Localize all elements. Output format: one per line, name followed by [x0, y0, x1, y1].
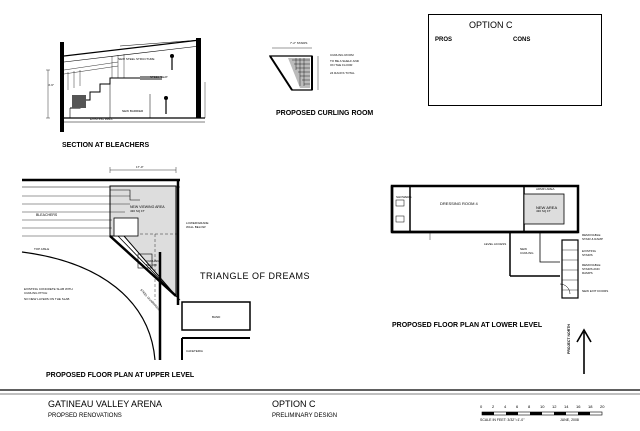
section-bleachers-drawing	[46, 38, 206, 132]
svg-text:17'-0": 17'-0"	[136, 165, 144, 169]
svg-text:REMOVABLE: REMOVABLE	[582, 263, 600, 267]
project-subtitle: PROPSED RENOVATIONS	[48, 413, 122, 419]
scale-number: 10	[540, 404, 545, 409]
scale-number: 18	[588, 404, 593, 409]
svg-text:BAND: BAND	[212, 315, 221, 319]
svg-text:CURLING: CURLING	[520, 251, 534, 255]
svg-text:NEW EXIT DOORS: NEW EXIT DOORS	[582, 289, 608, 293]
svg-text:LEVEL ACCESS: LEVEL ACCESS	[484, 242, 506, 246]
svg-text:CURLING ROOM: CURLING ROOM	[330, 53, 354, 57]
scale-caption: SCALE IN FEET: 3/32"=1'-0"	[480, 418, 525, 422]
project-north-label: PROJECT NORTH	[567, 324, 571, 354]
new-area-label: NEW AREA	[536, 205, 558, 210]
svg-text:ADMIN AREA: ADMIN AREA	[536, 187, 555, 191]
svg-text:TOP AISLE: TOP AISLE	[34, 247, 49, 251]
svg-text:CAFETERIA: CAFETERIA	[186, 349, 203, 353]
scale-number: 4	[504, 404, 507, 409]
svg-text:BELOW: BELOW	[146, 263, 157, 267]
svg-text:STAIRS AND: STAIRS AND	[582, 267, 600, 271]
svg-text:430 SQ FT: 430 SQ FT	[536, 209, 551, 213]
svg-text:STEEL GUARDRAIL: STEEL GUARDRAIL	[139, 288, 161, 312]
svg-text:STAIR & RAMP: STAIR & RAMP	[582, 237, 603, 241]
curling-room-title: PROPOSED CURLING ROOM	[276, 110, 374, 117]
project-name: GATINEAU VALLEY ARENA	[48, 399, 163, 409]
svg-text:CURLING: CURLING	[146, 259, 160, 263]
lower-level-plan-drawing	[390, 184, 580, 299]
svg-text:NEW: NEW	[520, 247, 527, 251]
scale-number: 14	[564, 404, 569, 409]
option-name: OPTION C	[272, 399, 316, 409]
scale-number: 20	[600, 404, 605, 409]
upper-level-title: PROPOSED FLOOR PLAN AT UPPER LEVEL	[46, 372, 195, 379]
svg-text:EXISTING WALL: EXISTING WALL	[90, 117, 113, 121]
scale-number: 16	[576, 404, 581, 409]
bleachers-label: BLEACHERS	[36, 213, 58, 217]
triangle-of-dreams-label: TRIANGLE OF DREAMS	[200, 271, 311, 281]
svg-text:REMOVABLE: REMOVABLE	[582, 233, 600, 237]
svg-text:NO NEW LAYERS ON THE SLAB: NO NEW LAYERS ON THE SLAB	[24, 297, 69, 301]
svg-text:24 RACKS TOTAL: 24 RACKS TOTAL	[330, 71, 355, 75]
section-bleachers-title: SECTION AT BLEACHERS	[62, 142, 150, 149]
pros-heading: PROS	[435, 37, 453, 43]
upper-level-plan-drawing	[21, 167, 251, 361]
svg-text:4'-6": 4'-6"	[48, 83, 54, 87]
svg-text:STEEL SEAT: STEEL SEAT	[150, 75, 168, 79]
svg-text:7'-2" STAIRS: 7'-2" STAIRS	[290, 41, 307, 45]
option-box-title: OPTION C	[469, 20, 513, 30]
dressing-room-label: DRESSING ROOM 4	[440, 201, 478, 206]
cons-heading: CONS	[513, 37, 531, 43]
svg-text:430 SQ FT: 430 SQ FT	[130, 209, 145, 213]
svg-text:STAIRS: STAIRS	[582, 253, 593, 257]
scale-number: 6	[516, 404, 519, 409]
scale-number: 0	[480, 404, 483, 409]
svg-text:NEW STEEL STRUCTURE: NEW STEEL STRUCTURE	[118, 57, 155, 61]
option-subtitle: PRELIMINARY DESIGN	[272, 413, 338, 419]
lower-level-title: PROPOSED FLOOR PLAN AT LOWER LEVEL	[392, 322, 543, 329]
svg-text:CURLING PITCH: CURLING PITCH	[24, 291, 47, 295]
svg-text:LOWER/GRADE: LOWER/GRADE	[186, 221, 209, 225]
sheet-date: JUNE, 2008	[560, 418, 579, 422]
svg-text:EXISTING: EXISTING	[582, 249, 597, 253]
scale-number: 2	[492, 404, 495, 409]
svg-text:TO BE A SHELF AND: TO BE A SHELF AND	[330, 59, 360, 63]
scale-number: 8	[528, 404, 531, 409]
svg-text:ON THE FLOOR: ON THE FLOOR	[330, 63, 353, 67]
north-arrow-icon	[576, 328, 592, 374]
curling-room-drawing	[268, 47, 319, 91]
new-viewing-area-label: NEW VIEWING AREA	[130, 205, 165, 209]
scale-bar	[481, 411, 603, 416]
option-summary-box: OPTION C PROS CONS	[428, 14, 602, 106]
svg-text:WALL BELOW: WALL BELOW	[186, 225, 206, 229]
scale-number: 12	[552, 404, 557, 409]
svg-text:SHOWERS: SHOWERS	[396, 195, 412, 199]
svg-text:EXISTING CONCRETE SLAB WITH: EXISTING CONCRETE SLAB WITH	[24, 287, 73, 291]
svg-text:RAMPS: RAMPS	[582, 271, 593, 275]
svg-text:NEW BARRIER: NEW BARRIER	[122, 109, 144, 113]
